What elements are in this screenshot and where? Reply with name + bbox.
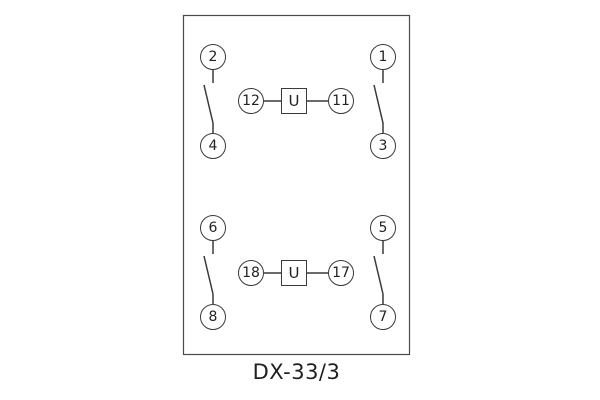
terminal-1: 1 bbox=[370, 44, 396, 70]
switch-blade-top-left bbox=[203, 84, 214, 124]
terminal-18: 18 bbox=[238, 260, 264, 286]
switch-blade-bottom-right bbox=[373, 255, 384, 295]
coil-box-bottom: U bbox=[281, 260, 307, 286]
terminal-3: 3 bbox=[370, 133, 396, 159]
terminal-2: 2 bbox=[200, 44, 226, 70]
terminal-6: 6 bbox=[200, 215, 226, 241]
terminal-17: 17 bbox=[328, 260, 354, 286]
switch-blade-top-right bbox=[373, 84, 384, 124]
switch-blade-bottom-left bbox=[203, 255, 214, 295]
terminal-4: 4 bbox=[200, 133, 226, 159]
enclosure-outline bbox=[182, 14, 411, 356]
terminal-5: 5 bbox=[370, 215, 396, 241]
coil-box-top: U bbox=[281, 88, 307, 114]
terminal-8: 8 bbox=[200, 304, 226, 330]
terminal-12: 12 bbox=[238, 88, 264, 114]
terminal-11: 11 bbox=[328, 88, 354, 114]
terminal-7: 7 bbox=[370, 304, 396, 330]
model-label: DX-33/3 bbox=[252, 360, 341, 384]
